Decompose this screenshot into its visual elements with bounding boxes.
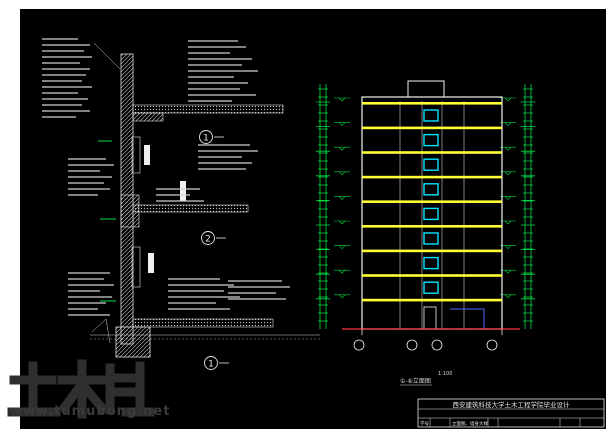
stair-window <box>423 256 439 270</box>
level-mark-r <box>500 269 516 274</box>
wall-section-detail: 1 2 1 <box>42 38 320 370</box>
sill-block <box>148 253 154 273</box>
title-block-row-label: 学号 <box>420 420 429 427</box>
level-mark-l <box>334 220 350 225</box>
floor-slab-line <box>362 102 502 105</box>
annotation-block-mid-left <box>68 158 114 196</box>
dimension-lines-left <box>316 84 330 329</box>
level-marks <box>334 97 516 299</box>
roof-stair-house <box>407 80 445 98</box>
sill-block <box>144 145 150 165</box>
floor-slab-line <box>362 298 502 302</box>
floor-slab-line <box>362 249 502 253</box>
stair-window <box>423 281 439 294</box>
building-elevation: ①-⑧立面图 1:100 <box>316 80 535 386</box>
annotation-block-top-right <box>188 40 258 102</box>
floor-slab-line <box>362 225 502 228</box>
floor-slab-mid <box>132 204 249 213</box>
floor-slab-line <box>362 151 502 154</box>
level-mark-l <box>334 122 350 127</box>
floor-beam-mid <box>120 194 140 228</box>
drawing-sheet: 1 2 1 <box>20 9 606 429</box>
axis-bubble-mid-1 <box>406 339 418 351</box>
title-block-school: 西安建筑科技大学土木工程学院毕业设计 <box>453 400 571 409</box>
axis-bubble-left <box>353 339 365 351</box>
stair-window <box>423 109 439 122</box>
building-outline <box>361 96 503 330</box>
elevation-scale: 1:100 <box>438 371 452 377</box>
axis-bubble-mid-2 <box>431 339 443 351</box>
watermark-url: www.tumubong.net <box>10 404 171 419</box>
watermark-logo <box>7 359 155 419</box>
level-mark-l <box>334 294 350 299</box>
level-mark-r <box>500 220 516 225</box>
level-mark-r <box>500 97 516 102</box>
roof-slab <box>132 104 284 114</box>
stair-window <box>423 158 439 171</box>
level-mark-l <box>334 171 350 176</box>
cad-drawing: 1 2 1 <box>42 38 605 428</box>
level-mark-r <box>500 196 516 200</box>
svg-text:1: 1 <box>203 134 209 144</box>
sill-block <box>180 181 186 201</box>
annotation-block-low-left <box>68 272 114 316</box>
svg-text:2: 2 <box>205 235 211 245</box>
svg-text:1: 1 <box>208 360 214 370</box>
entrance-canopy <box>450 308 485 329</box>
floor-slab-line <box>362 126 502 130</box>
foundation <box>115 326 151 358</box>
level-mark-r <box>500 245 516 250</box>
stair-window <box>423 183 439 196</box>
level-mark-l <box>334 97 350 102</box>
stair-window <box>423 133 439 147</box>
elevation-title: ①-⑧立面图 <box>400 377 431 385</box>
level-mark-l <box>334 269 350 274</box>
stair-windows <box>423 109 439 294</box>
level-mark-r <box>500 294 516 299</box>
axis-bubble-right <box>486 339 498 351</box>
level-mark-r <box>500 171 516 176</box>
detail-callout-2: 2 <box>201 231 226 245</box>
column-lines <box>399 101 465 329</box>
level-mark-l <box>334 146 350 151</box>
ground-slab <box>132 318 274 328</box>
level-mark-l <box>334 245 350 250</box>
annotation-block-mid-right <box>156 144 258 202</box>
floor-slab-line <box>362 175 502 179</box>
detail-callout-1-top: 1 <box>199 130 224 144</box>
level-mark-r <box>500 122 516 127</box>
annotation-block-low-right <box>168 278 290 310</box>
title-block-drawing-name: 立面图、墙身大样 <box>452 420 488 427</box>
floor-slab-line <box>362 274 502 277</box>
stair-window <box>423 207 439 221</box>
roof-beam <box>132 112 164 122</box>
floor-slabs <box>362 102 502 302</box>
stair-window <box>423 232 439 245</box>
level-mark-r <box>500 146 516 151</box>
detail-callout-1-bottom: 1 <box>204 356 229 370</box>
title-block: 西安建筑科技大学土木工程学院毕业设计 学号 立面图、墙身大样 <box>417 398 605 428</box>
annotation-block-top-left <box>42 38 92 118</box>
level-mark-l <box>334 196 350 200</box>
entrance-door <box>423 306 437 330</box>
floor-slab-line <box>362 200 502 203</box>
dimension-lines-right <box>521 84 535 329</box>
